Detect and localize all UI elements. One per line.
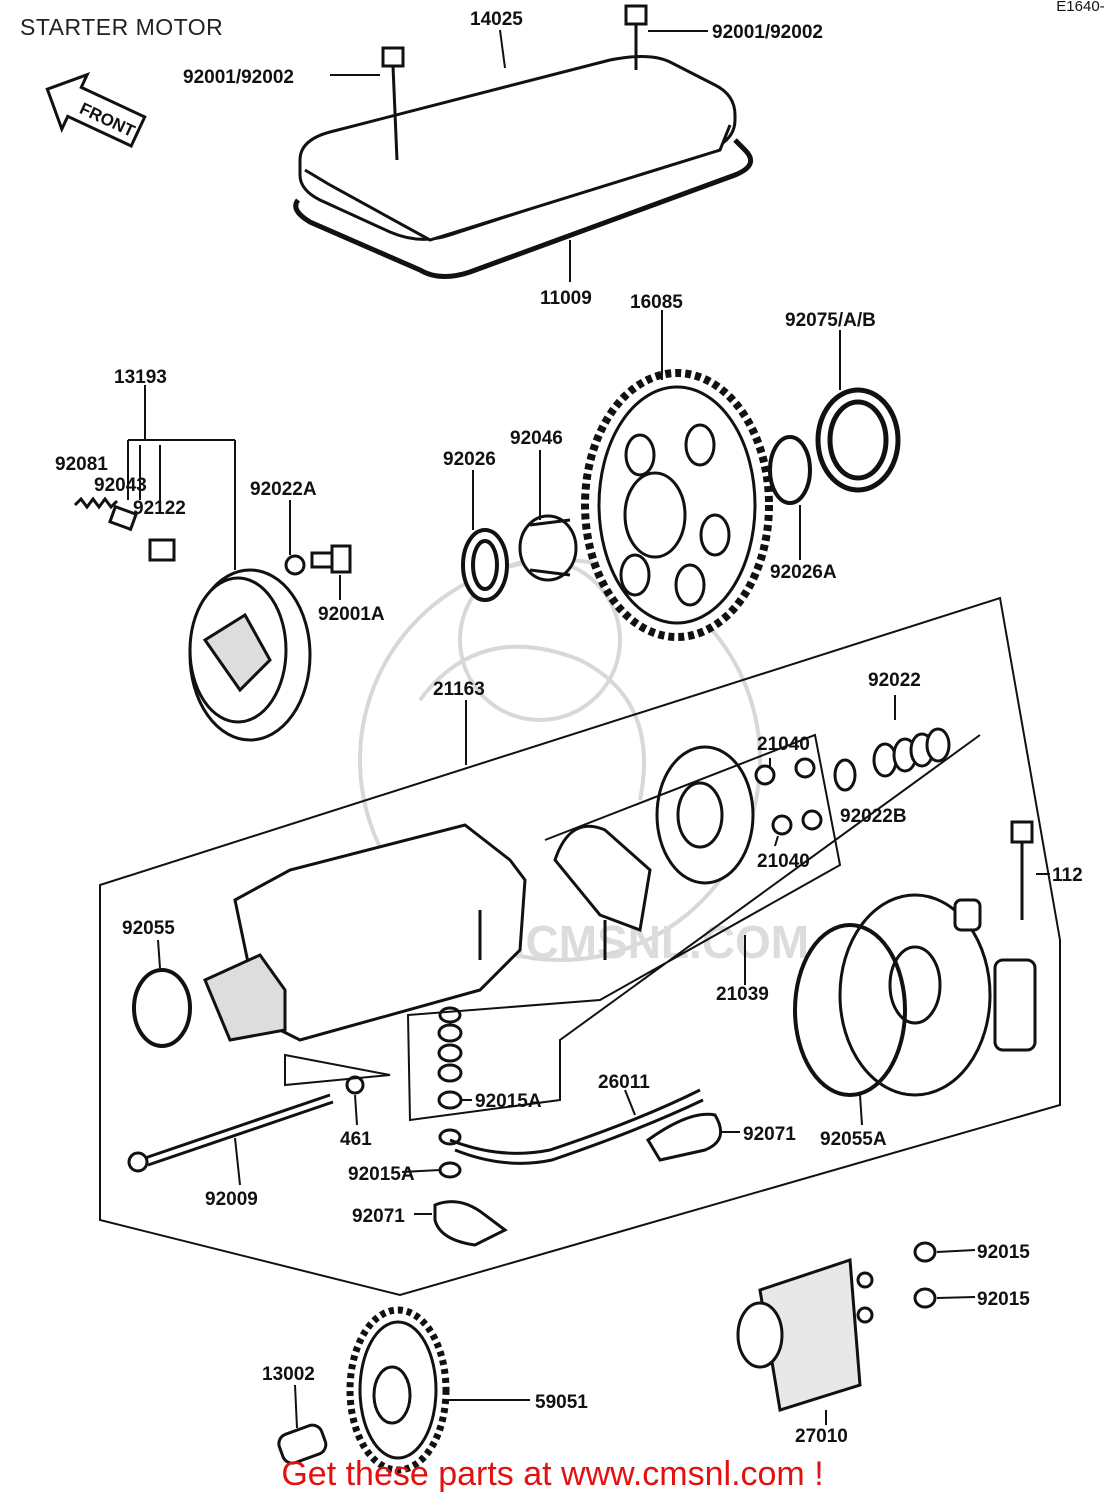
label-92026A: 92026A — [770, 562, 837, 583]
label-92015-upper: 92015 — [977, 1242, 1030, 1263]
page-title: STARTER MOTOR — [20, 14, 224, 40]
washer-92026A — [768, 435, 812, 505]
terminal-92071 — [433, 1112, 723, 1247]
bolt-112 — [1010, 820, 1034, 920]
label-92055: 92055 — [122, 918, 175, 939]
cover-14025 — [298, 55, 737, 242]
gasket-11009 — [293, 138, 754, 279]
footer-cta-link[interactable]: Get these parts at www.cmsnl.com ! — [281, 1455, 824, 1493]
label-21040-upper: 21040 — [757, 734, 810, 755]
washers-92022 — [833, 727, 951, 792]
label-92055A: 92055A — [820, 1129, 887, 1150]
washer-92026 — [461, 528, 509, 602]
brush-holder-21039 — [553, 824, 652, 960]
label-27010: 27010 — [795, 1426, 848, 1447]
label-21163: 21163 — [433, 679, 485, 700]
gear-59051 — [346, 1306, 450, 1474]
needle-bearing-92046 — [518, 514, 578, 582]
label-92001-92002-top: 92001/92002 — [712, 22, 823, 43]
starter-motor-21163 — [203, 823, 527, 1042]
label-92122: 92122 — [133, 498, 186, 519]
label-11009: 11009 — [540, 288, 592, 309]
label-13193: 13193 — [114, 367, 167, 388]
assembly-frame — [99, 596, 1061, 1297]
label-92026: 92026 — [443, 449, 496, 470]
label-21039: 21039 — [716, 984, 769, 1005]
label-112: 112 — [1052, 865, 1083, 886]
leader-lines — [127, 29, 1050, 1429]
diagram-code: E1640-0 — [1056, 0, 1105, 15]
label-461: 461 — [340, 1129, 372, 1150]
nut-92015 — [913, 1241, 937, 1309]
label-14025: 14025 — [470, 9, 523, 30]
starter-relay-27010 — [736, 1257, 874, 1412]
shim-92075 — [815, 387, 901, 493]
cable-26011 — [449, 1088, 704, 1165]
label-92071-right: 92071 — [743, 1124, 796, 1145]
label-92022: 92022 — [868, 670, 921, 691]
through-bolt-92009 — [127, 1075, 365, 1173]
bolt-92001A — [284, 544, 352, 576]
starter-clutch-13193 — [188, 568, 312, 742]
label-92075: 92075/A/B — [785, 310, 876, 331]
label-92009: 92009 — [205, 1189, 258, 1210]
label-92081: 92081 — [55, 454, 108, 475]
bolt-92001-top — [381, 4, 648, 161]
label-16085: 16085 — [630, 292, 683, 313]
label-21040-lower: 21040 — [757, 851, 810, 872]
brush-21040 — [754, 757, 823, 836]
label-92046: 92046 — [510, 428, 563, 449]
label-92001A: 92001A — [318, 604, 385, 625]
label-92015A-upper: 92015A — [475, 1091, 542, 1112]
o-ring-92055A — [793, 923, 907, 1097]
front-arrow-icon: FRONT — [45, 72, 147, 148]
gear-16085 — [581, 369, 773, 641]
shaft-13002 — [277, 1423, 328, 1465]
label-59051: 59051 — [535, 1392, 588, 1413]
o-ring-92055 — [132, 968, 192, 1048]
label-13002: 13002 — [262, 1364, 315, 1385]
brush-plate — [655, 745, 755, 885]
label-92071-left: 92071 — [352, 1206, 405, 1227]
label-26011: 26011 — [598, 1072, 650, 1093]
label-92015A-lower: 92015A — [348, 1164, 415, 1185]
label-92022A: 92022A — [250, 479, 317, 500]
end-cover — [838, 893, 1037, 1097]
label-92022B: 92022B — [840, 806, 907, 827]
label-92015-lower: 92015 — [977, 1289, 1030, 1310]
spring-92081 — [73, 496, 176, 562]
label-92001-92002-left: 92001/92002 — [183, 67, 294, 88]
label-92043: 92043 — [94, 475, 147, 496]
